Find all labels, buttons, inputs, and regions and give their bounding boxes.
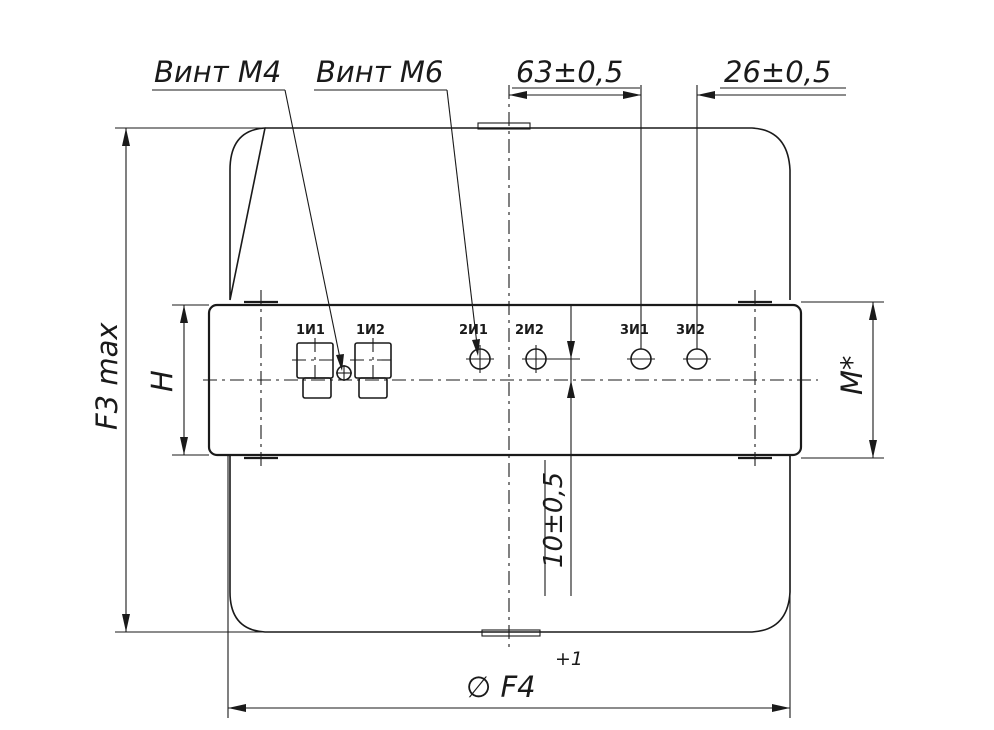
dim-63-label: 63±0,5 <box>516 55 623 89</box>
screw-m6-label: Винт М6 <box>316 55 443 89</box>
terminal-1i2-clamp <box>350 338 396 399</box>
terminal-label-2i2: 2И2 <box>515 323 544 338</box>
dim-m-label: M* <box>835 355 869 395</box>
terminal-2i1-screw <box>466 345 494 373</box>
leader-m4 <box>284 89 343 369</box>
terminal-label-3i1: 3И1 <box>620 323 649 338</box>
leader-m6 <box>446 89 479 354</box>
terminal-label-2i1: 2И1 <box>459 323 488 338</box>
terminal-2i2-screw <box>522 345 580 373</box>
terminal-3i1-screw <box>627 348 655 370</box>
screw-m4-label: Винт М4 <box>154 55 281 89</box>
terminal-3i2-screw <box>683 348 711 370</box>
dim-f3-label: F3 max <box>90 322 124 430</box>
dim-f4-label: ∅ F4 <box>466 670 536 704</box>
dim-10-label: 10±0,5 <box>539 472 569 568</box>
dim-f4-tolerance: +1 <box>555 648 583 670</box>
terminal-1i1-clamp <box>292 338 338 399</box>
top-tab <box>477 122 531 130</box>
terminal-label-3i2: 3И2 <box>676 323 705 338</box>
terminal-label-1i1: 1И1 <box>296 323 325 338</box>
bottom-tab <box>481 629 541 637</box>
dim-26-label: 26±0,5 <box>724 55 831 89</box>
dim-h-label: H <box>145 370 179 392</box>
terminal-label-1i2: 1И2 <box>356 323 385 338</box>
